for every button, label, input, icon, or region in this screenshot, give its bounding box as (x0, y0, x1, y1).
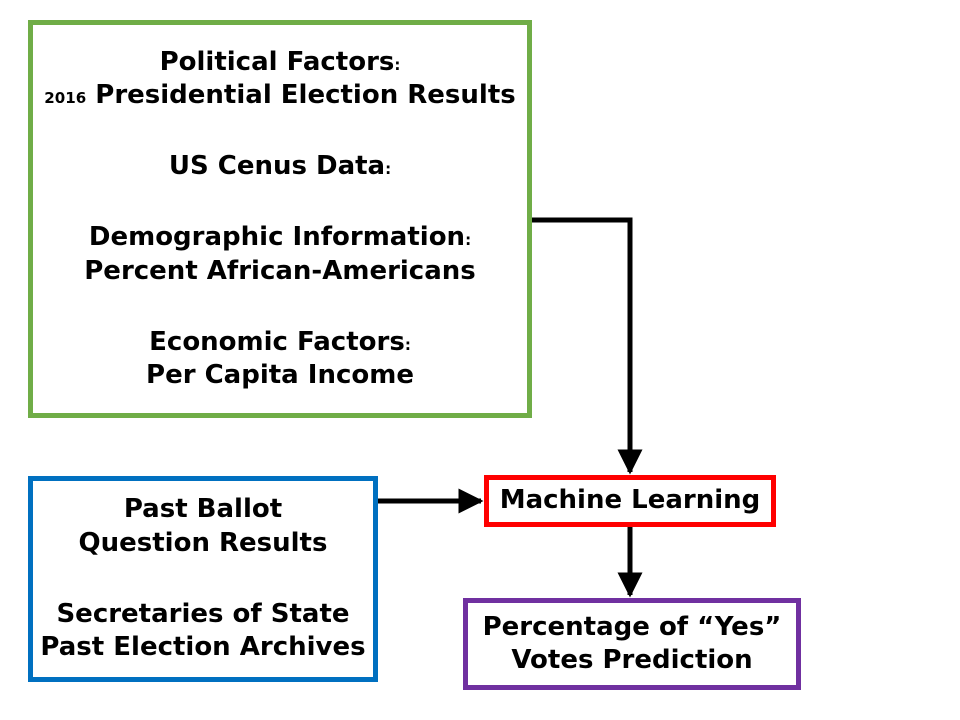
political-colon: : (394, 55, 401, 74)
machine-learning-box: Machine Learning (484, 475, 776, 527)
economic-colon: : (404, 335, 411, 354)
demographic-detail: Percent African-Americans (84, 255, 476, 286)
question-results-line: Question Results (78, 527, 328, 558)
secretaries-line: Secretaries of State (56, 599, 350, 629)
political-factors-heading: Political Factors: (160, 46, 401, 79)
factors-box: Political Factors: 2016 Presidential Ele… (28, 20, 532, 418)
archives-line: Past Election Archives (40, 632, 366, 663)
demographic-colon: : (465, 231, 472, 250)
political-factors-label: Political Factors (159, 46, 395, 77)
census-label: US Cenus Data (168, 151, 386, 182)
census-colon: : (385, 160, 392, 179)
arrow-green-to-ml (532, 217, 643, 475)
prediction-line-2: Votes Prediction (511, 645, 753, 675)
past-results-box: Past Ballot Question Results Secretaries… (28, 476, 378, 682)
prediction-line-1: Percentage of “Yes” (482, 611, 782, 642)
census-heading: US Cenus Data: (169, 150, 391, 183)
economic-heading: Economic Factors: (149, 326, 411, 359)
demographic-label: Demographic Information (88, 222, 466, 253)
election-year: 2016 (44, 88, 87, 107)
economic-label: Economic Factors (149, 326, 405, 357)
election-results-label: Presidential Election Results (95, 79, 516, 110)
prediction-box: Percentage of “Yes” Votes Prediction (463, 598, 801, 690)
election-results-line: 2016 Presidential Election Results (44, 79, 515, 112)
economic-detail: Per Capita Income (146, 360, 414, 391)
past-ballot-line: Past Ballot (123, 494, 283, 525)
machine-learning-label: Machine Learning (499, 485, 761, 516)
demographic-heading: Demographic Information: (89, 221, 471, 254)
